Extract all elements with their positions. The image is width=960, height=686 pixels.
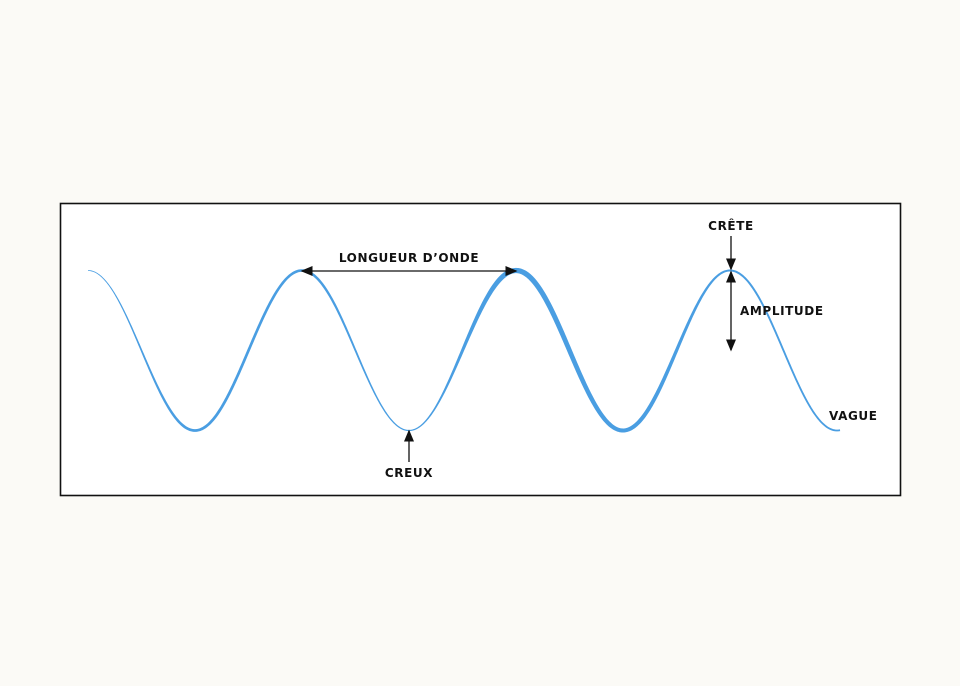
- wavelength-label: LONGUEUR D’ONDE: [339, 251, 479, 265]
- diagram-frame: [59, 202, 902, 497]
- wave-label: VAGUE: [829, 409, 878, 423]
- trough-label: CREUX: [385, 466, 433, 480]
- crest-label: CRÊTE: [708, 218, 754, 233]
- amplitude-label: AMPLITUDE: [740, 304, 824, 318]
- wave-curve: [88, 267, 841, 433]
